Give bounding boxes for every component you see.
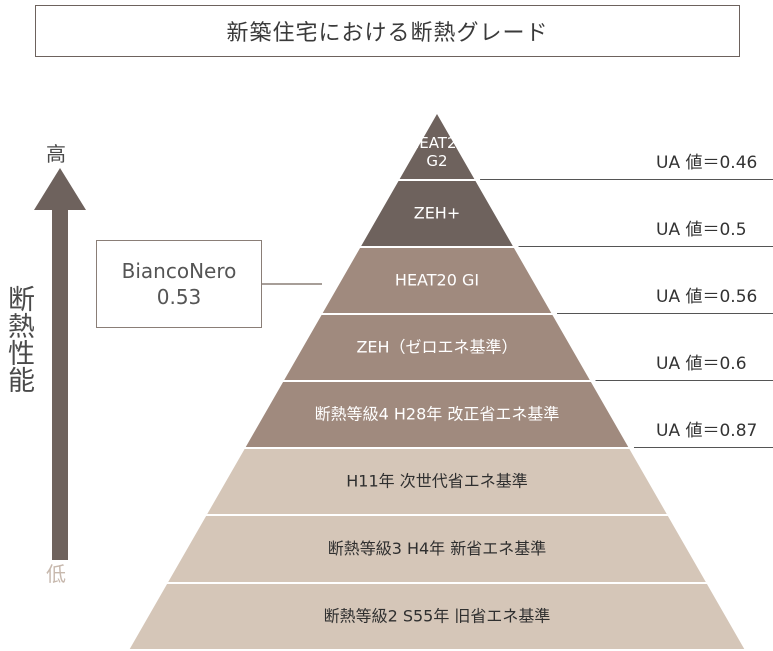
page-title: 新築住宅における断熱グレード [35,5,740,57]
pyramid-tier-label: 断熱等級4 H28年 改正省エネ基準 [315,405,560,424]
ua-value-label: UA 値＝0.5 [656,220,747,240]
ua-value-label: UA 値＝0.56 [656,287,758,307]
pyramid-tier-label: G2 [426,152,447,170]
pyramid-tier-label: H11年 次世代省エネ基準 [346,472,527,491]
ua-value-label: UA 値＝0.87 [656,421,758,441]
arrow-up-icon [34,168,86,560]
ua-value-label: UA 値＝0.6 [656,354,747,374]
bianconero-value: 0.53 [156,285,202,309]
pyramid-tier-label: HEAT20 GI [395,271,479,290]
axis-title: 断熱性能 [3,285,34,393]
pyramid-tier-label: ZEH+ [414,204,461,223]
pyramid-tier-8 [126,582,748,651]
pyramid-tier-label: 断熱等級3 H4年 新省エネ基準 [328,539,547,558]
bianconero-name: BiancoNero [121,259,237,283]
pyramid-tier-label: ZEH（ゼロエネ基準） [356,338,517,357]
pyramid-tier-label: HEAT20 [408,134,466,152]
bianconero-callout: BiancoNero 0.53 [96,240,262,328]
axis-high-label: 高 [46,142,66,166]
pyramid-tier-label: 断熱等級2 S55年 旧省エネ基準 [324,607,551,626]
axis-low-label: 低 [46,562,66,586]
ua-value-label: UA 値＝0.46 [656,153,758,173]
